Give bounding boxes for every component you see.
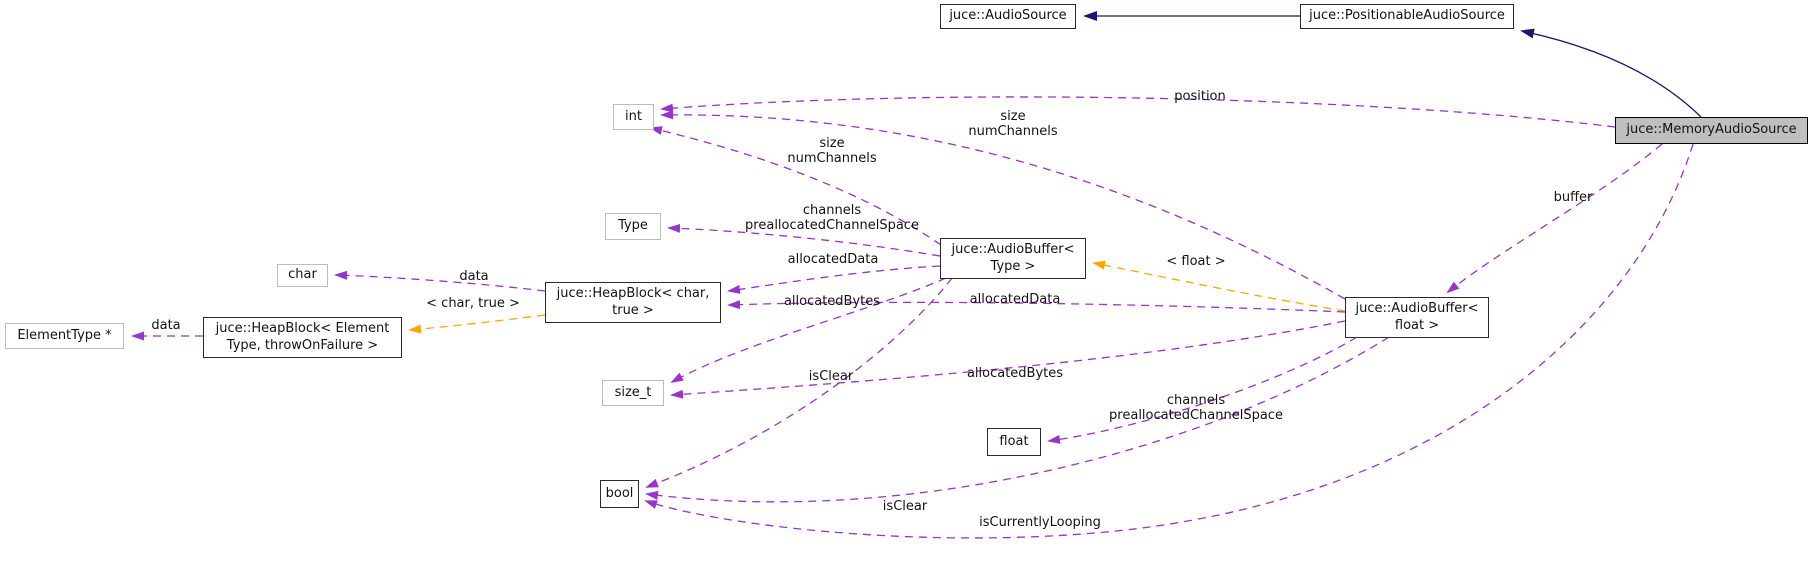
node-label: juce::AudioBuffer< Type > xyxy=(951,241,1075,274)
node-bool[interactable]: bool xyxy=(600,480,639,508)
node-heap-block-element[interactable]: juce::HeapBlock< Element Type, throwOnFa… xyxy=(203,317,402,358)
edge-template-float xyxy=(1092,260,1346,312)
node-label: juce::AudioSource xyxy=(949,8,1067,24)
edge-usage-allocated-bytes-type xyxy=(670,277,947,383)
node-label: juce::MemoryAudioSource xyxy=(1626,122,1797,138)
node-size-t[interactable]: size_t xyxy=(602,380,664,406)
node-int[interactable]: int xyxy=(613,104,654,130)
edge-usage-allocated-data-float xyxy=(727,300,1346,313)
node-memory-audio-source[interactable]: juce::MemoryAudioSource xyxy=(1615,117,1808,144)
node-label: char xyxy=(288,267,317,283)
edge-inherit-memory-to-positionable xyxy=(1520,28,1702,118)
edge-usage-buffer xyxy=(1446,143,1663,294)
edge-usage-allocated-data-type xyxy=(727,265,941,294)
node-audio-source[interactable]: juce::AudioSource xyxy=(940,4,1076,29)
node-label: int xyxy=(625,108,642,124)
node-label: ElementType * xyxy=(17,327,112,343)
node-char[interactable]: char xyxy=(277,264,328,287)
node-audio-buffer-float[interactable]: juce::AudioBuffer< float > xyxy=(1345,297,1489,338)
node-type[interactable]: Type xyxy=(605,213,661,240)
node-positionable-audio-source[interactable]: juce::PositionableAudioSource xyxy=(1300,4,1514,29)
node-label: float xyxy=(999,433,1029,449)
edge-usage-is-clear-type xyxy=(645,277,953,488)
edge-usage-channels-prealloc-float xyxy=(1047,336,1358,444)
edge-usage-is-currently-looping xyxy=(644,143,1694,539)
node-heap-block-char[interactable]: juce::HeapBlock< char, true > xyxy=(545,282,721,323)
edge-usage-data-char xyxy=(334,270,546,292)
node-label: Type xyxy=(618,218,648,234)
node-audio-buffer-type[interactable]: juce::AudioBuffer< Type > xyxy=(940,238,1086,279)
edge-usage-channels-prealloc-type xyxy=(667,223,941,257)
edge-usage-position xyxy=(660,96,1616,128)
node-label: juce::HeapBlock< char, true > xyxy=(556,285,710,318)
node-float[interactable]: float xyxy=(987,428,1041,456)
edge-usage-size-numchannels-type xyxy=(649,126,942,246)
node-label: size_t xyxy=(614,384,652,400)
node-label: juce::PositionableAudioSource xyxy=(1309,8,1505,24)
edge-usage-is-clear-float xyxy=(645,336,1390,503)
edge-template-char-true xyxy=(408,314,546,334)
node-label: bool xyxy=(605,485,634,501)
edge-usage-size-numchannels-float xyxy=(660,110,1346,300)
node-element-type-ptr[interactable]: ElementType * xyxy=(5,323,124,349)
node-label: juce::AudioBuffer< float > xyxy=(1355,300,1479,333)
edge-usage-allocated-bytes-float xyxy=(670,320,1346,399)
node-label: juce::HeapBlock< Element Type, throwOnFa… xyxy=(215,320,390,353)
